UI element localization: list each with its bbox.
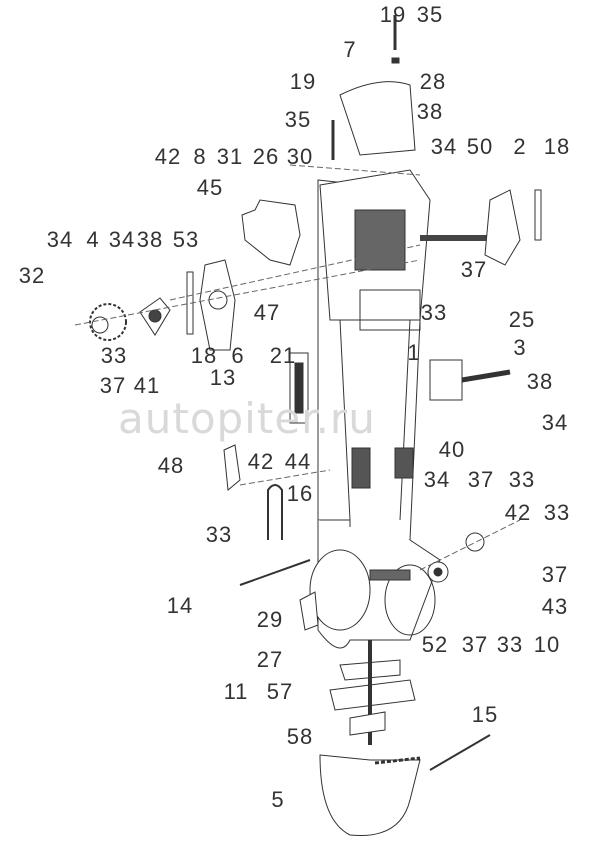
callout-label-33: 33 bbox=[100, 343, 128, 368]
callout-label-40: 40 bbox=[438, 437, 466, 462]
plate-6 bbox=[199, 259, 236, 351]
callout-label-33: 33 bbox=[205, 522, 233, 547]
callout-label-44: 44 bbox=[284, 449, 312, 474]
callout-label-42: 42 bbox=[154, 144, 182, 169]
bracket-3 bbox=[429, 359, 463, 401]
callout-label-29: 29 bbox=[256, 607, 284, 632]
callout-label-33: 33 bbox=[543, 500, 571, 525]
callout-label-34: 34 bbox=[46, 227, 74, 252]
callout-label-35: 35 bbox=[284, 107, 312, 132]
callout-label-3: 3 bbox=[513, 335, 527, 360]
callout-label-25: 25 bbox=[508, 307, 536, 332]
callout-label-2: 2 bbox=[513, 134, 527, 159]
callout-label-58: 58 bbox=[286, 724, 314, 749]
callout-label-10: 10 bbox=[533, 632, 561, 657]
callout-label-30: 30 bbox=[286, 144, 314, 169]
callout-label-34: 34 bbox=[541, 410, 569, 435]
callout-label-34: 34 bbox=[430, 134, 458, 159]
bucket-5 bbox=[319, 754, 421, 837]
callout-label-13: 13 bbox=[209, 365, 237, 390]
callout-label-37: 37 bbox=[467, 467, 495, 492]
callout-label-11: 11 bbox=[223, 679, 249, 704]
callout-label-6: 6 bbox=[231, 343, 245, 368]
callout-label-27: 27 bbox=[256, 647, 284, 672]
callout-label-37: 37 bbox=[460, 257, 488, 282]
callout-label-41: 41 bbox=[133, 373, 161, 398]
callout-label-4: 4 bbox=[86, 227, 100, 252]
callout-label-18: 18 bbox=[190, 343, 218, 368]
flange-2 bbox=[484, 189, 521, 266]
callout-label-35: 35 bbox=[416, 2, 444, 27]
callout-label-8: 8 bbox=[193, 144, 207, 169]
callout-label-53: 53 bbox=[172, 227, 200, 252]
callout-label-42: 42 bbox=[247, 449, 275, 474]
callout-label-21: 21 bbox=[269, 343, 297, 368]
callout-label-47: 47 bbox=[253, 300, 281, 325]
callout-label-52: 52 bbox=[421, 632, 449, 657]
callout-label-57: 57 bbox=[266, 679, 294, 704]
cover-8 bbox=[241, 199, 301, 266]
callout-label-7: 7 bbox=[343, 37, 357, 62]
callout-label-18: 18 bbox=[543, 134, 571, 159]
callout-label-50: 50 bbox=[466, 134, 494, 159]
callout-label-15: 15 bbox=[471, 702, 499, 727]
callout-label-42: 42 bbox=[504, 500, 532, 525]
callout-label-33: 33 bbox=[496, 632, 524, 657]
callout-label-34: 34 bbox=[423, 467, 451, 492]
sprocket-4 bbox=[89, 303, 127, 341]
callout-label-37: 37 bbox=[541, 562, 569, 587]
callout-label-14: 14 bbox=[166, 593, 194, 618]
callout-label-45: 45 bbox=[196, 175, 224, 200]
callout-label-19: 19 bbox=[289, 69, 317, 94]
callout-label-19: 19 bbox=[379, 2, 407, 27]
callout-label-33: 33 bbox=[420, 300, 448, 325]
callout-label-37: 37 bbox=[461, 632, 489, 657]
elevator-housing-1 bbox=[309, 169, 441, 649]
callout-label-38: 38 bbox=[136, 227, 164, 252]
callout-label-1: 1 bbox=[407, 340, 421, 365]
callout-label-26: 26 bbox=[252, 144, 280, 169]
callout-label-5: 5 bbox=[271, 787, 285, 812]
cover-7 bbox=[339, 81, 416, 156]
callout-label-43: 43 bbox=[541, 594, 569, 619]
callout-label-38: 38 bbox=[526, 369, 554, 394]
callout-label-28: 28 bbox=[419, 69, 447, 94]
watermark: autopiter.ru bbox=[118, 394, 376, 443]
callout-label-38: 38 bbox=[416, 99, 444, 124]
callout-label-34: 34 bbox=[108, 227, 136, 252]
callout-label-16: 16 bbox=[286, 481, 314, 506]
callout-label-32: 32 bbox=[18, 263, 46, 288]
callout-label-33: 33 bbox=[508, 467, 536, 492]
callout-label-48: 48 bbox=[157, 453, 185, 478]
callout-label-31: 31 bbox=[216, 144, 244, 169]
callout-label-37: 37 bbox=[99, 373, 127, 398]
